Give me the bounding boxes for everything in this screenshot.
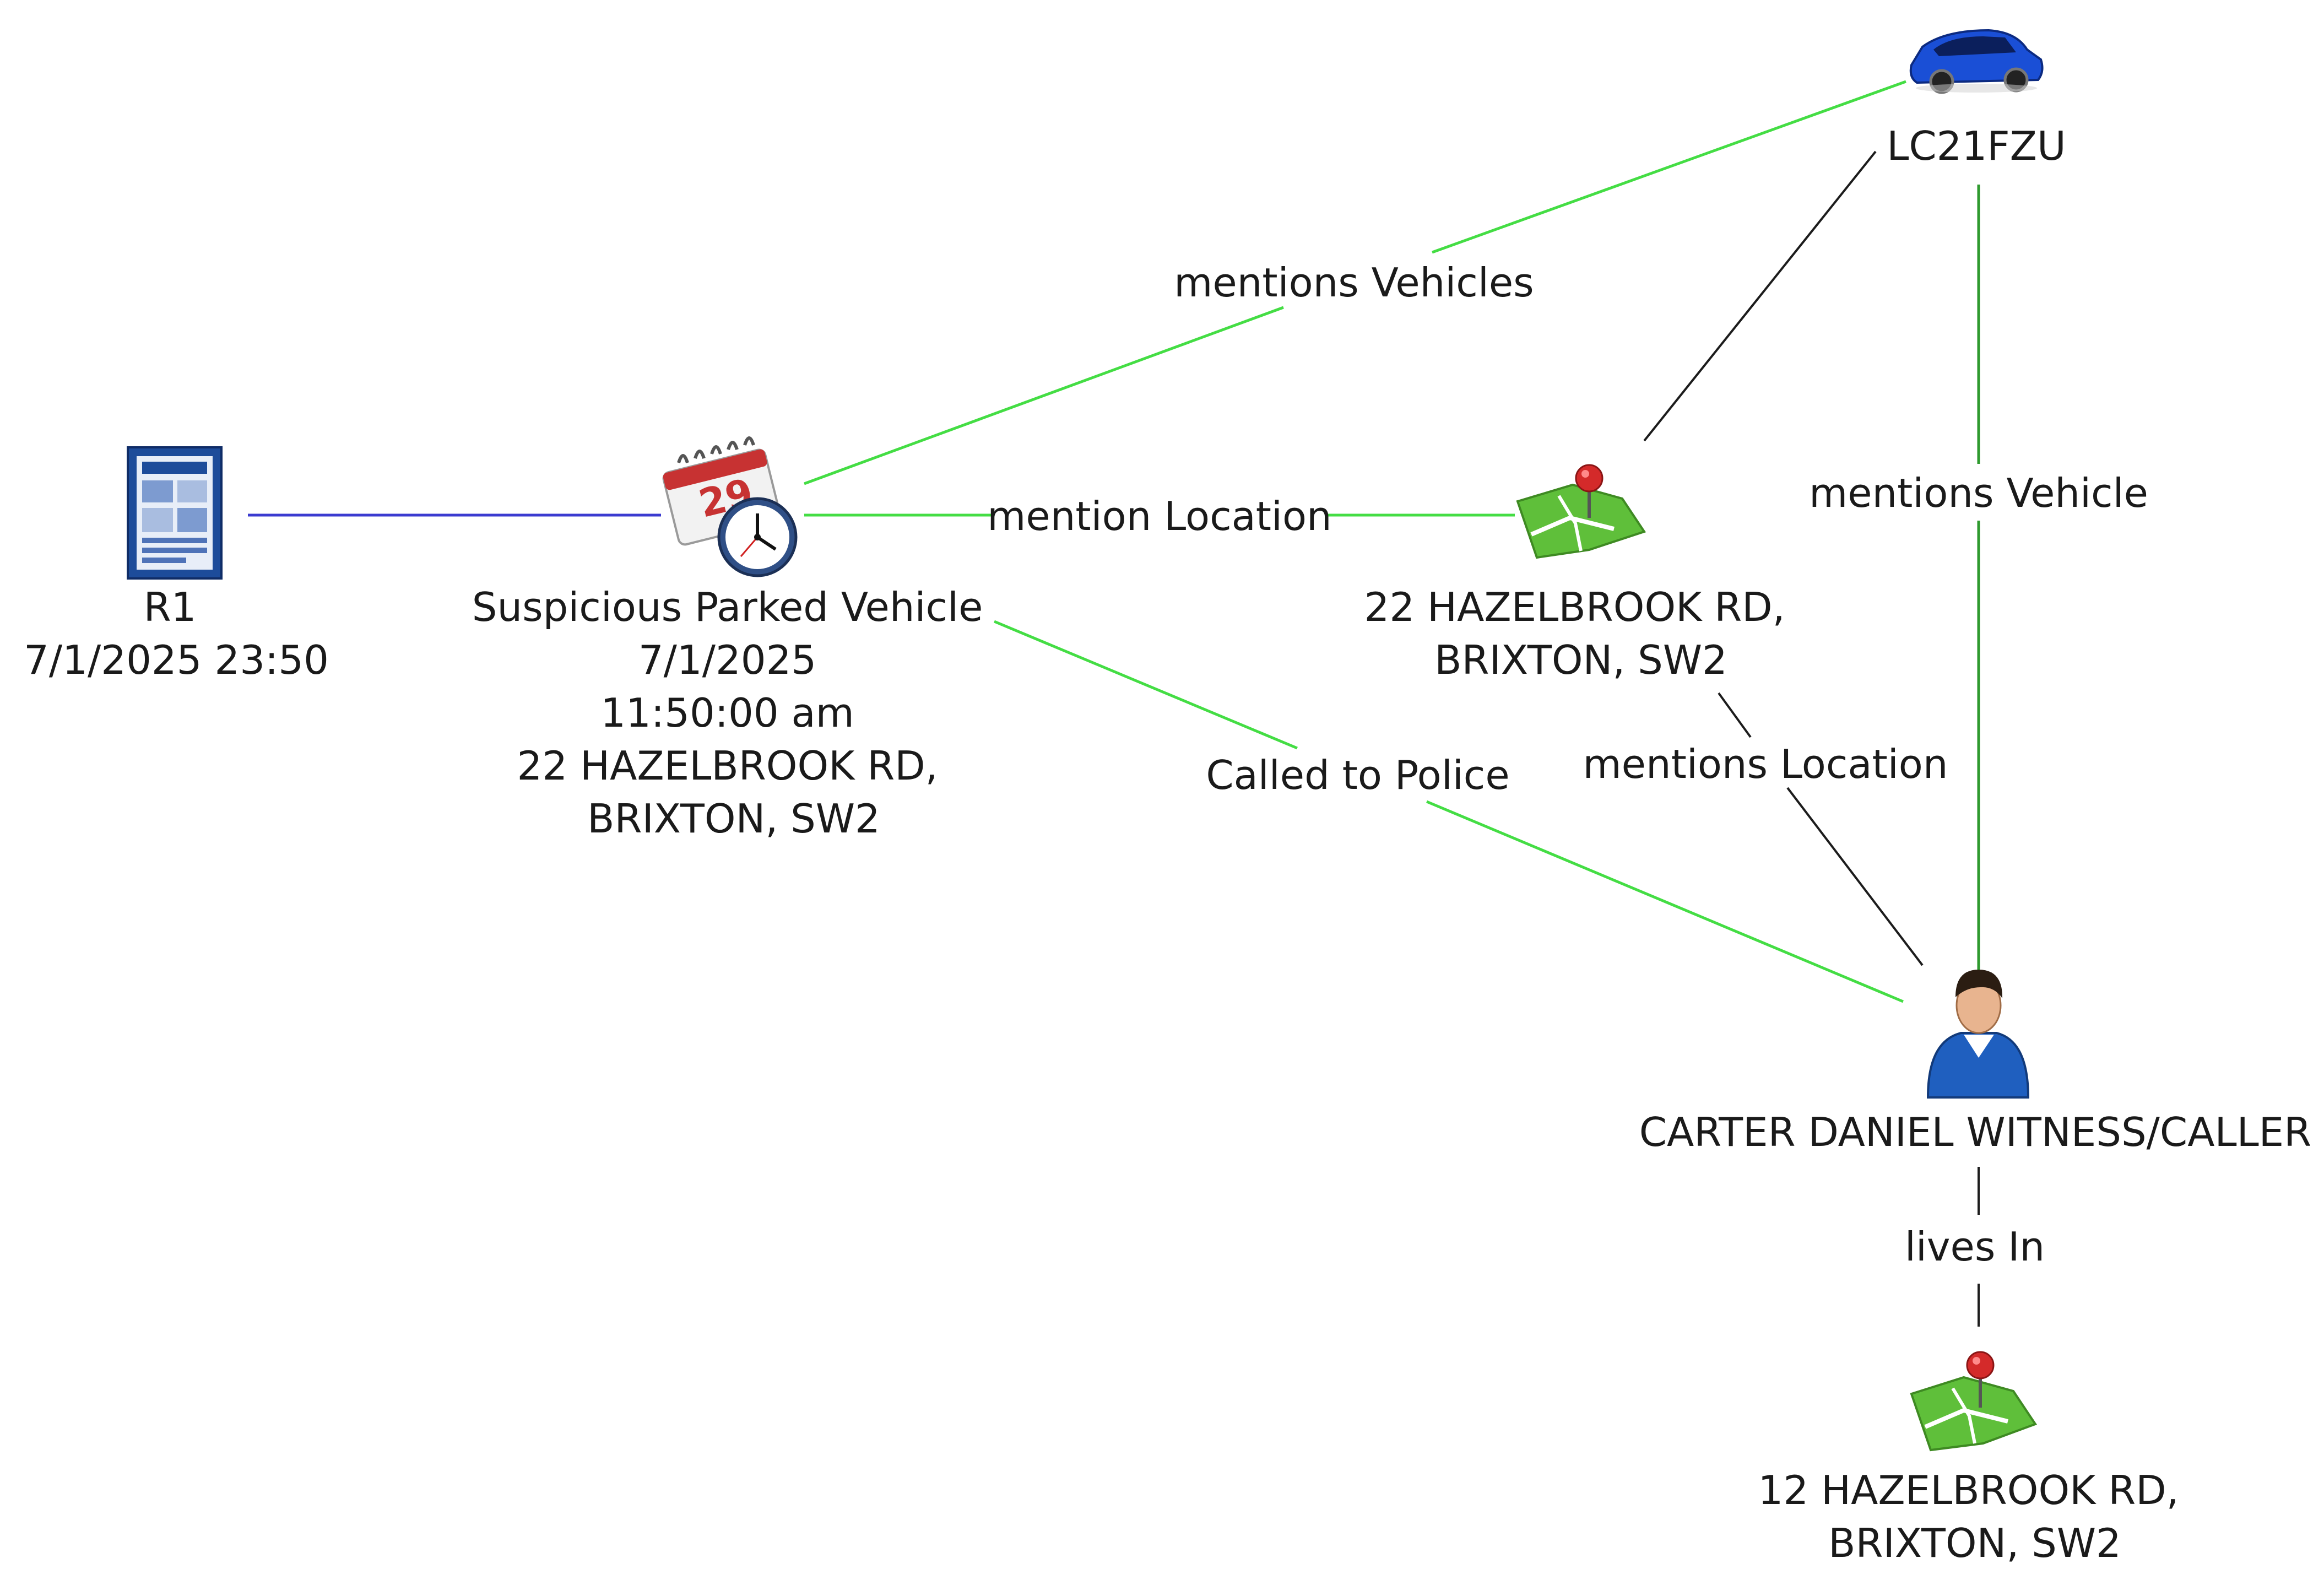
node-report-line: R1 (144, 584, 197, 630)
car-icon (1909, 29, 2044, 94)
svg-text:22 HAZELBROOK RD, BRIXTO: 22 HAZELBROOK RD, BRIXTON, SW2 (1364, 584, 1798, 683)
node-vehicle[interactable]: LC21FZU (1887, 29, 2066, 169)
document-icon (127, 446, 223, 580)
node-event-line: 11:50:00 am (600, 690, 854, 736)
map-pin-icon (1516, 464, 1646, 559)
node-location-1-line: BRIXTON, SW2 (1434, 637, 1727, 683)
node-vehicle-line: LC21FZU (1887, 123, 2066, 169)
edge-label-mention-location: mention Location (987, 493, 1331, 539)
node-event[interactable]: 29 Suspicious Parked Vehicle 7/1/2025 11… (472, 436, 996, 842)
edge-label-mentions-vehicle: mentions Vehicle (1809, 470, 2148, 516)
node-event-line: Suspicious Parked Vehicle (472, 584, 983, 630)
svg-text:12 HAZELBROOK RD, BRIXTO: 12 HAZELBROOK RD, BRIXTON, SW2 (1758, 1467, 2192, 1566)
edge-location1-vehicle[interactable] (1643, 150, 1877, 442)
node-report[interactable]: R1 7/1/2025 23:50 (24, 446, 329, 683)
node-location-1-line: 22 HAZELBROOK RD, (1364, 584, 1785, 630)
edge-label-mentions-vehicles: mentions Vehicles (1174, 259, 1534, 306)
node-person-line: CARTER DANIEL WITNESS/CALLER (1639, 1109, 2311, 1155)
node-location-2-line: 12 HAZELBROOK RD, (1758, 1467, 2179, 1513)
edge-location1-person-a[interactable] (1718, 692, 1752, 738)
node-location-1[interactable]: 22 HAZELBROOK RD, BRIXTON, SW2 (1364, 464, 1798, 683)
node-location-2[interactable]: 12 HAZELBROOK RD, BRIXTON, SW2 (1758, 1351, 2192, 1566)
edge-event-vehicle-b[interactable] (1432, 80, 1906, 254)
edge-label-mentions-location: mentions Location (1583, 741, 1948, 787)
edge-event-person-a[interactable] (994, 620, 1298, 750)
person-icon (1926, 970, 2030, 1099)
node-event-line: BRIXTON, SW2 (587, 796, 880, 842)
map-pin-icon (1910, 1351, 2038, 1452)
svg-text:R1 7/1/2025 23:50: R1 7/1/2025 23:50 (24, 584, 329, 683)
edge-location1-person-b[interactable] (1786, 787, 1924, 966)
svg-text:Suspicious Parked Vehicle: Suspicious Parked Vehicle 7/1/2025 11:50… (472, 584, 996, 842)
edge-event-vehicle-a[interactable] (804, 306, 1284, 485)
edge-event-person-b[interactable] (1426, 800, 1904, 1003)
node-report-line: 7/1/2025 23:50 (24, 637, 329, 683)
edges (248, 80, 1980, 1327)
node-event-line: 22 HAZELBROOK RD, (517, 743, 938, 789)
node-person[interactable]: CARTER DANIEL WITNESS/CALLER (1639, 970, 2311, 1155)
calendar-clock-icon: 29 (662, 436, 798, 577)
edge-label-lives-in: lives In (1905, 1224, 2045, 1270)
node-event-line: 7/1/2025 (638, 637, 816, 683)
edge-labels: mentions Vehicles mention Location Calle… (987, 259, 2148, 1270)
edge-label-called-to-police: Called to Police (1206, 752, 1509, 798)
node-location-2-line: BRIXTON, SW2 (1828, 1520, 2121, 1566)
